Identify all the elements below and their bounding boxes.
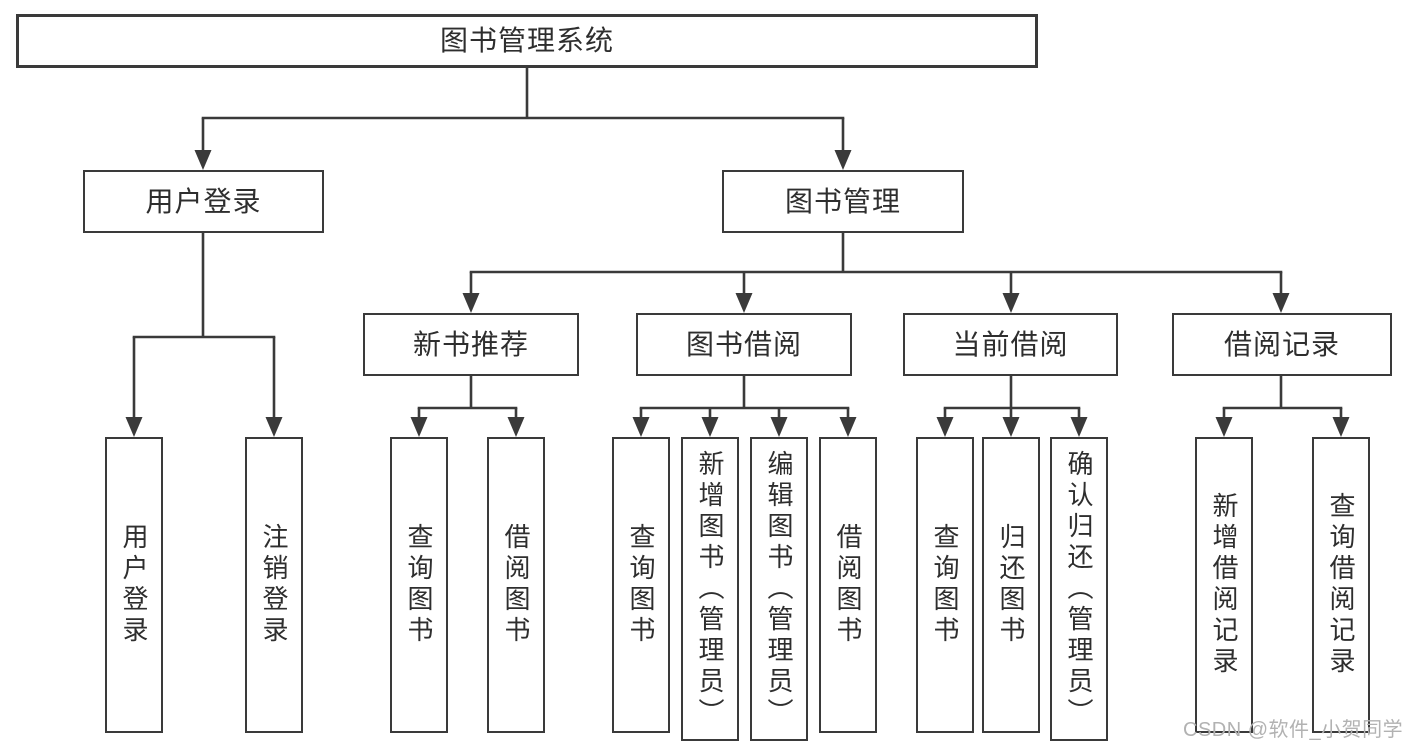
node-label: 当前借阅 <box>952 328 1069 360</box>
leaf-return-book: 归还图书 <box>982 437 1040 733</box>
leaf-edit-book-admin: 编辑图书（管理员） <box>750 437 808 741</box>
leaf-query-books-3: 查询图书 <box>916 437 974 733</box>
node-user-login-module: 用户登录 <box>83 170 324 233</box>
node-book-borrowing: 图书借阅 <box>636 313 852 376</box>
arrowhead-down-icon <box>194 150 212 170</box>
arrowhead-down-icon <box>1070 417 1088 437</box>
node-label: 编辑图书（管理员） <box>764 449 794 729</box>
arrowhead-down-icon <box>735 293 753 313</box>
node-label: 注销登录 <box>259 523 289 647</box>
node-label: 借阅图书 <box>833 523 863 647</box>
node-label: 归还图书 <box>996 523 1026 647</box>
arrowhead-down-icon <box>1332 417 1350 437</box>
arrowhead-down-icon <box>1215 417 1233 437</box>
node-label: 图书借阅 <box>685 328 802 360</box>
arrowhead-down-icon <box>1002 417 1020 437</box>
node-label: 查询借阅记录 <box>1326 492 1356 678</box>
arrowhead-down-icon <box>507 417 525 437</box>
leaf-add-book-admin: 新增图书（管理员） <box>681 437 739 741</box>
arrowhead-down-icon <box>834 150 852 170</box>
node-label: 借阅记录 <box>1223 328 1340 360</box>
node-label: 查询图书 <box>930 523 960 647</box>
arrowhead-down-icon <box>770 417 788 437</box>
leaf-query-books-2: 查询图书 <box>612 437 670 733</box>
arrowhead-down-icon <box>462 293 480 313</box>
node-label: 用户登录 <box>145 185 262 217</box>
arrowhead-down-icon <box>936 417 954 437</box>
node-label: 确认归还（管理员） <box>1064 449 1094 729</box>
arrowhead-down-icon <box>632 417 650 437</box>
node-book-management-module: 图书管理 <box>722 170 964 233</box>
node-root-system: 图书管理系统 <box>16 14 1038 68</box>
arrowhead-down-icon <box>265 417 283 437</box>
node-borrowing-records: 借阅记录 <box>1172 313 1392 376</box>
node-label: 用户登录 <box>119 523 149 647</box>
leaf-confirm-return-admin: 确认归还（管理员） <box>1050 437 1108 741</box>
node-new-book-recommendation: 新书推荐 <box>363 313 579 376</box>
leaf-query-books-1: 查询图书 <box>390 437 448 733</box>
csdn-watermark: CSDN @软件_小贺同学 <box>1183 719 1404 741</box>
node-label: 借阅图书 <box>501 523 531 647</box>
arrowhead-down-icon <box>839 417 857 437</box>
node-current-borrowing: 当前借阅 <box>903 313 1118 376</box>
leaf-borrow-books-1: 借阅图书 <box>487 437 545 733</box>
arrowhead-down-icon <box>125 417 143 437</box>
arrowhead-down-icon <box>410 417 428 437</box>
arrowhead-down-icon <box>1002 293 1020 313</box>
arrowheads <box>125 118 1350 437</box>
node-label: 图书管理系统 <box>439 25 614 56</box>
node-label: 新书推荐 <box>412 328 529 360</box>
leaf-borrow-books-2: 借阅图书 <box>819 437 877 733</box>
arrowhead-down-icon <box>1272 293 1290 313</box>
node-label: 查询图书 <box>626 523 656 647</box>
node-label: 新增借阅记录 <box>1209 492 1239 678</box>
leaf-query-borrow-record: 查询借阅记录 <box>1312 437 1370 733</box>
node-label: 图书管理 <box>784 185 901 217</box>
leaf-user-login: 用户登录 <box>105 437 163 733</box>
node-label: 查询图书 <box>404 523 434 647</box>
arrowhead-down-icon <box>701 417 719 437</box>
node-label: 新增图书（管理员） <box>695 449 725 729</box>
leaf-add-borrow-record: 新增借阅记录 <box>1195 437 1253 733</box>
leaf-logout: 注销登录 <box>245 437 303 733</box>
